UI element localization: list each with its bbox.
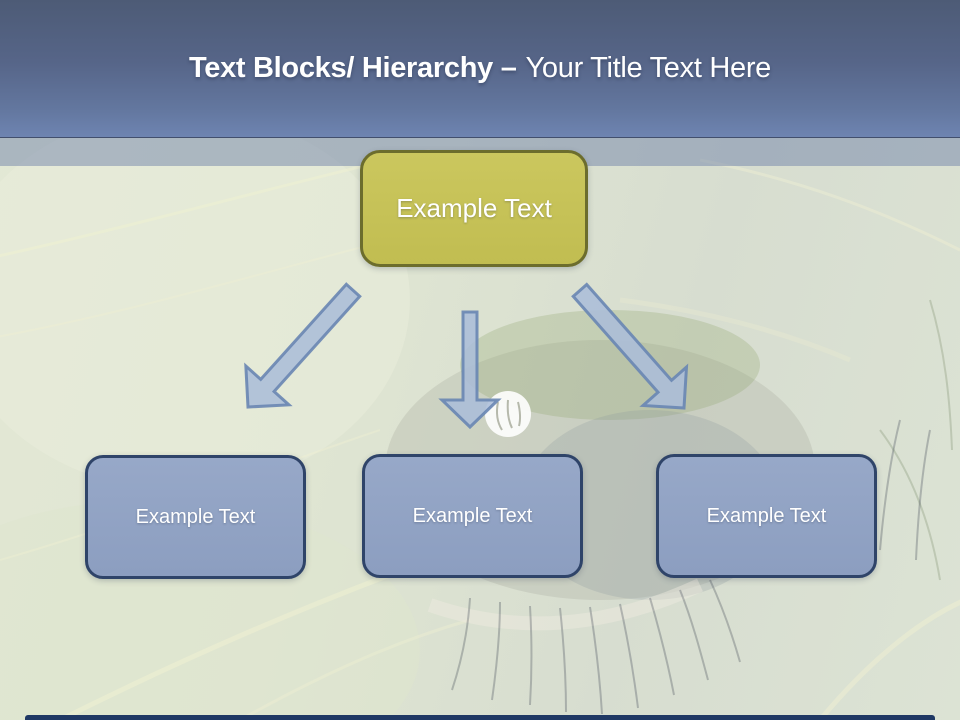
footer-accent-bar bbox=[25, 715, 935, 720]
child-node-3[interactable]: Example Text bbox=[656, 454, 877, 578]
root-node[interactable]: Example Text bbox=[360, 150, 588, 267]
child-node-1[interactable]: Example Text bbox=[85, 455, 306, 579]
child-node-3-label: Example Text bbox=[706, 504, 827, 527]
slide-title-bold: Text Blocks/ Hierarchy – bbox=[188, 52, 517, 84]
root-node-label: Example Text bbox=[396, 193, 552, 223]
child-node-2[interactable]: Example Text bbox=[362, 454, 583, 578]
child-node-2-label: Example Text bbox=[412, 504, 533, 527]
slide-title: Text Blocks/ Hierarchy –Your Title Text … bbox=[0, 52, 960, 85]
slide-title-regular: Your Title Text Here bbox=[525, 52, 772, 84]
title-banner: Text Blocks/ Hierarchy –Your Title Text … bbox=[0, 0, 960, 138]
child-node-1-label: Example Text bbox=[135, 505, 256, 528]
